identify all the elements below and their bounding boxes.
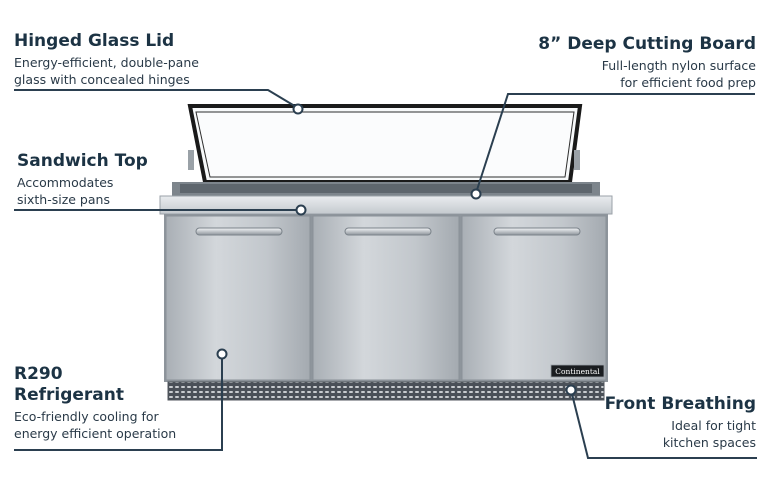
callout-title: R290 Refrigerant: [14, 364, 176, 406]
desc-line: Accommodates: [17, 175, 114, 190]
desc-line: kitchen spaces: [662, 435, 756, 450]
brand-label: Continental: [555, 367, 600, 376]
callout-description: Energy-efficient, double-pane glass with…: [14, 54, 199, 88]
hinge-left: [188, 150, 194, 170]
door-left: [165, 215, 311, 381]
callout-hinged-glass-lid: Hinged Glass Lid Energy-efficient, doubl…: [14, 31, 199, 88]
door-handle: [344, 227, 432, 236]
callout-description: Full-length nylon surface for efficient …: [538, 57, 756, 91]
title-line: Refrigerant: [14, 385, 125, 405]
callout-sandwich-top: Sandwich Top Accommodates sixth-size pan…: [17, 151, 148, 208]
door-handle: [493, 227, 581, 236]
leader-lines: [14, 89, 757, 459]
glass-lid: [187, 104, 583, 184]
desc-line: Energy-efficient, double-pane: [14, 55, 199, 70]
desc-line: glass with concealed hinges: [14, 72, 190, 87]
callout-description: Eco-friendly cooling for energy efficien…: [14, 408, 176, 442]
desc-line: Eco-friendly cooling for: [14, 409, 159, 424]
callout-title: Sandwich Top: [17, 151, 148, 171]
leader-line-refrigerant: [14, 355, 223, 451]
callout-title: Hinged Glass Lid: [14, 31, 175, 51]
brand-plate: Continental: [550, 364, 605, 378]
callout-title: Front Breathing: [604, 394, 756, 414]
door-handle: [195, 227, 283, 236]
hinge-right: [574, 150, 580, 170]
desc-line: for efficient food prep: [620, 75, 756, 90]
marker-dot: [292, 103, 304, 115]
cutting-board: [159, 195, 613, 215]
desc-line: sixth-size pans: [17, 192, 110, 207]
door-center: [312, 215, 460, 381]
callout-front-breathing: Front Breathing Ideal for tight kitchen …: [605, 394, 756, 451]
marker-dot: [470, 188, 482, 200]
leader-line-cutting-board: [475, 93, 755, 194]
leader-line-lid: [14, 89, 299, 109]
callout-cutting-board: 8” Deep Cutting Board Full-length nylon …: [538, 34, 756, 91]
desc-line: Ideal for tight: [671, 418, 756, 433]
leader-line-front-breathing: [570, 389, 757, 459]
title-line: R290: [14, 364, 63, 384]
callout-refrigerant: R290 Refrigerant Eco-friendly cooling fo…: [14, 364, 176, 442]
callout-title: 8” Deep Cutting Board: [538, 34, 756, 54]
desc-line: Full-length nylon surface: [601, 58, 756, 73]
marker-dot: [565, 384, 577, 396]
desc-line: energy efficient operation: [14, 426, 177, 441]
callout-description: Accommodates sixth-size pans: [17, 174, 148, 208]
door-right: [461, 215, 607, 381]
marker-dot: [295, 204, 307, 216]
marker-dot: [216, 348, 228, 360]
callout-description: Ideal for tight kitchen spaces: [605, 417, 756, 451]
front-grille: [167, 381, 605, 401]
